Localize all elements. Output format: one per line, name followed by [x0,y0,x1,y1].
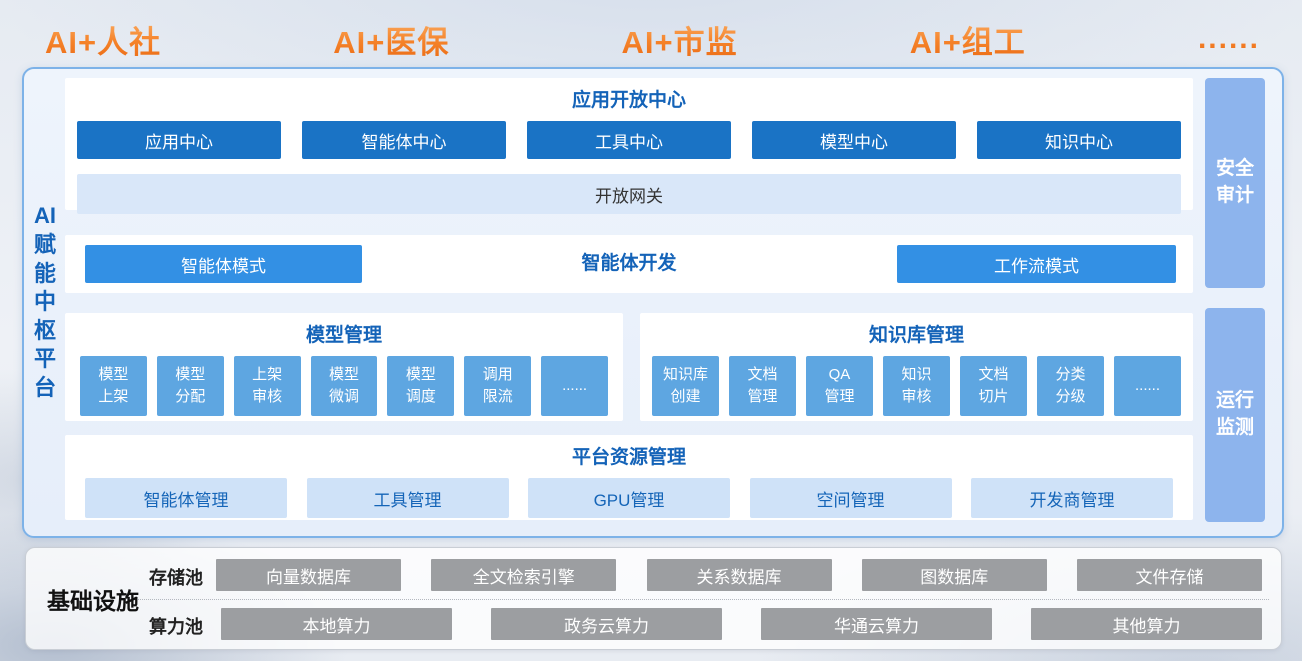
block-space-management: 空间管理 [749,478,952,518]
block-local-compute: 本地算力 [221,608,452,640]
block-open-gateway: 开放网关 [77,174,1181,214]
agent-dev-title: 智能体开发 [581,253,677,274]
rail-security-audit: 安全 审计 [1205,78,1265,288]
tile-model-more: ...... [541,356,609,416]
rail-operation-monitoring: 运行 监测 [1205,308,1265,522]
tile-model-scheduling: 模型 调度 [387,356,455,416]
resource-mgmt-title: 平台资源管理 [571,447,686,468]
tile-model-listing: 模型 上架 [80,356,147,416]
compute-pool-label: 算力池 [149,617,203,637]
tile-classification: 分类 分级 [1037,356,1104,416]
platform-frame: AI 赋 能 中 枢 平 台 应用开放中心 应用中心 智能体中心 工具中心 模型… [22,67,1284,538]
storage-pool-label: 存储池 [149,568,203,588]
block-fulltext-search-engine: 全文检索引擎 [431,559,617,591]
block-tool-center: 工具中心 [527,121,731,159]
block-model-center: 模型中心 [752,121,956,159]
block-agent-mode: 智能体模式 [85,245,362,283]
section-model-management: 模型管理 模型 上架 模型 分配 上架 审核 模型 微调 模型 调度 调用 限流… [65,313,623,421]
block-gov-cloud-compute: 政务云算力 [491,608,722,640]
block-agent-management: 智能体管理 [85,478,287,518]
kb-mgmt-title: 知识库管理 [868,325,964,346]
storage-pool-row: 向量数据库 全文检索引擎 关系数据库 图数据库 文件存储 [216,559,1262,591]
block-gpu-management: GPU管理 [528,478,730,518]
platform-title: AI 赋 能 中 枢 平 台 [33,203,56,400]
compute-pool-row: 本地算力 政务云算力 华通云算力 其他算力 [221,608,1262,640]
tile-model-allocation: 模型 分配 [156,356,224,416]
infrastructure-title: 基础设施 [47,587,139,614]
model-mgmt-tile-row: 模型 上架 模型 分配 上架 审核 模型 微调 模型 调度 调用 限流 ....… [65,356,623,416]
scenario-badge-yibao: AI+医保 [333,17,449,62]
block-other-compute: 其他算力 [1031,608,1262,640]
block-tool-management: 工具管理 [306,478,509,518]
block-workflow-mode: 工作流模式 [897,245,1176,283]
scenario-badge-zugong: AI+组工 [910,17,1026,62]
tile-knowledge-review: 知识 审核 [883,356,950,416]
tile-kb-create: 知识库 创建 [652,356,719,416]
tile-doc-management: 文档 管理 [729,356,796,416]
block-file-storage: 文件存储 [1077,559,1262,591]
app-center-title: 应用开放中心 [571,90,686,111]
tile-doc-chunking: 文档 切片 [960,356,1027,416]
model-mgmt-title: 模型管理 [305,325,382,346]
tile-rate-limit: 调用 限流 [464,356,532,416]
app-center-button-row: 应用中心 智能体中心 工具中心 模型中心 知识中心 [65,121,1193,159]
block-vector-database: 向量数据库 [216,559,401,591]
block-huatong-cloud-compute: 华通云算力 [761,608,992,640]
block-relational-database: 关系数据库 [646,559,832,591]
block-agent-center: 智能体中心 [302,121,506,159]
section-agent-development: 智能体模式 智能体开发 工作流模式 [65,235,1193,293]
tile-model-finetune: 模型 微调 [310,356,378,416]
resource-button-row: 智能体管理 工具管理 GPU管理 空间管理 开发商管理 [65,478,1193,518]
tile-listing-review: 上架 审核 [233,356,301,416]
block-knowledge-center: 知识中心 [977,121,1181,159]
block-app-center: 应用中心 [77,121,281,159]
block-developer-management: 开发商管理 [971,478,1173,518]
scenario-badge-shijian: AI+市监 [621,17,737,62]
infrastructure-divider [138,599,1269,600]
section-kb-management: 知识库管理 知识库 创建 文档 管理 QA 管理 知识 审核 文档 切片 分类 … [640,313,1193,421]
scenario-badge-more: ...... [1197,22,1260,55]
block-graph-database: 图数据库 [861,559,1047,591]
scenario-badge-renshe: AI+人社 [45,17,161,62]
scenario-header: AI+人社 AI+医保 AI+市监 AI+组工 ...... [45,16,1260,62]
section-infrastructure: 基础设施 存储池 向量数据库 全文检索引擎 关系数据库 图数据库 文件存储 算力… [25,547,1282,650]
kb-mgmt-tile-row: 知识库 创建 文档 管理 QA 管理 知识 审核 文档 切片 分类 分级 ...… [640,356,1193,416]
tile-qa-management: QA 管理 [806,356,873,416]
tile-kb-more: ...... [1114,356,1181,416]
section-resource-management: 平台资源管理 智能体管理 工具管理 GPU管理 空间管理 开发商管理 [65,435,1193,520]
section-app-open-center: 应用开放中心 应用中心 智能体中心 工具中心 模型中心 知识中心 开放网关 [65,78,1193,214]
